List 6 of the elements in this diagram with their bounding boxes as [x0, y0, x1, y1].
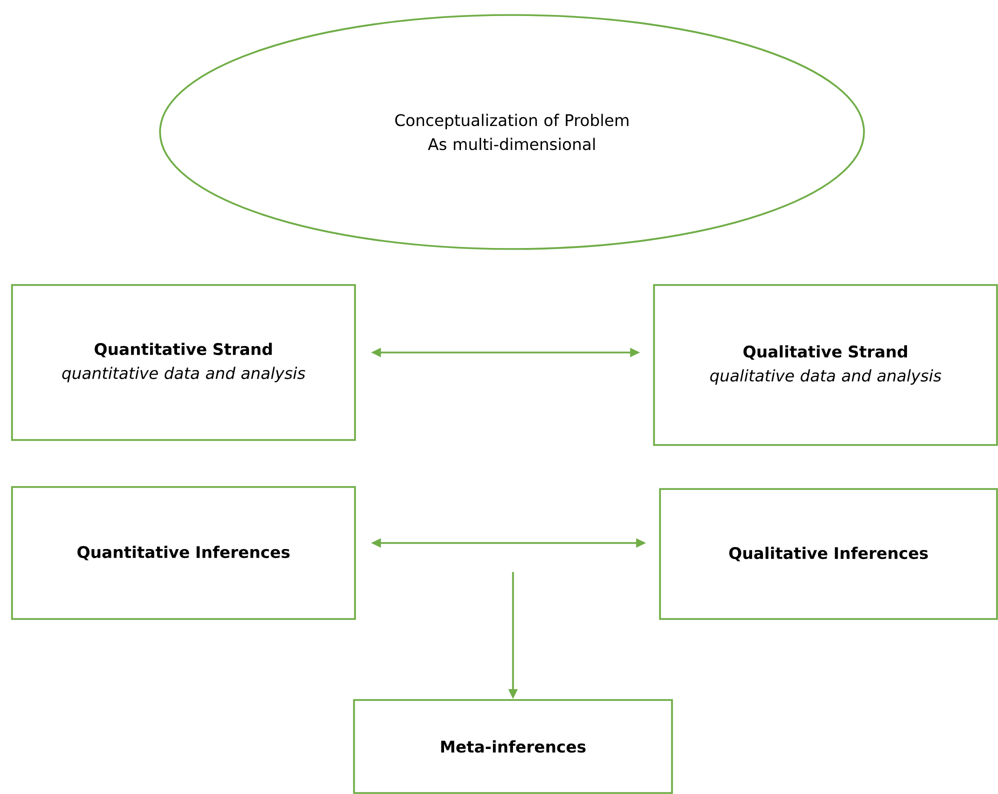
- process-box: Quantitative Inferences: [11, 486, 356, 620]
- process-box: Meta-inferences: [353, 699, 673, 794]
- process-box: Qualitative Inferences: [659, 488, 998, 620]
- process-box: Quantitative Strand quantitative data and analysis: [11, 284, 356, 441]
- ellipse-node: Conceptualization of Problem As multi-dimensional: [159, 14, 865, 250]
- process-box: Qualitative Strand qualitative data and analysis: [653, 284, 998, 446]
